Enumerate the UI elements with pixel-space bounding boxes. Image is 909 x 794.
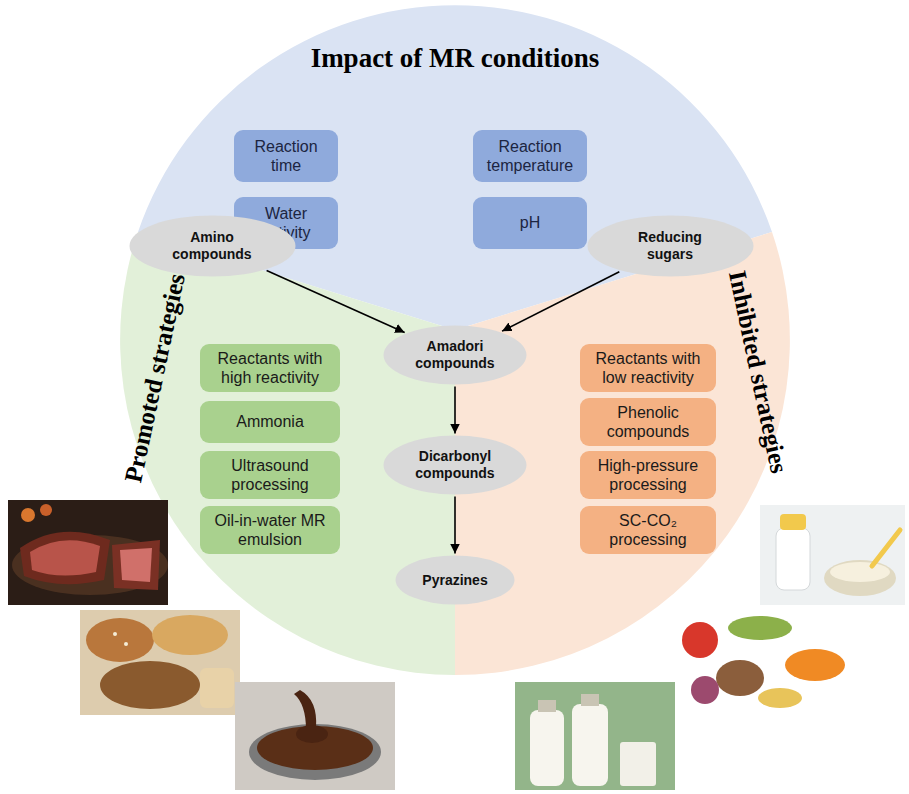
node-text: Reaction time (240, 137, 332, 175)
banana-chip (758, 688, 802, 708)
node-text: Reactants with low reactivity (586, 349, 710, 387)
photo-ground (515, 682, 675, 790)
node-text: Reducing sugars (616, 229, 724, 263)
node-text: Reaction temperature (479, 137, 581, 175)
node-text: Phenolic compounds (586, 403, 710, 441)
factor-box: Ultrasound processing (200, 451, 340, 499)
node-text: Ultrasound processing (206, 456, 334, 494)
carrot (785, 649, 845, 681)
strawberry (682, 622, 718, 658)
factor-box: High-pressure processing (580, 451, 716, 499)
scoop (872, 530, 900, 566)
chocolate (257, 726, 373, 770)
steak-slice-inside (120, 548, 152, 582)
node-text: Dicarbonyl compounds (409, 448, 501, 482)
baby-food-photo (760, 505, 905, 605)
photo-ground (760, 505, 905, 605)
spoon-bowl (296, 725, 328, 743)
side-heading: Promoted strategies (119, 271, 191, 485)
photo-ground (235, 682, 395, 790)
pot (249, 724, 381, 780)
node-text: Ammonia (236, 412, 304, 431)
factor-box: Ammonia (200, 401, 340, 443)
factor-box: Reaction time (234, 130, 338, 182)
compound-ellipse: Amadori compounds (383, 325, 527, 385)
node-text: Amino compounds (158, 229, 266, 263)
bottle-cap (581, 694, 599, 706)
vegetables-photo (678, 608, 850, 715)
ellipse-fill (587, 216, 753, 277)
mushroom (716, 660, 764, 696)
milk-glass (620, 742, 656, 786)
node-text: High-pressure processing (586, 456, 710, 494)
baby-bottle (776, 528, 810, 590)
beet (691, 676, 719, 704)
factor-box: Reaction temperature (473, 130, 587, 182)
bread-roll (152, 615, 228, 655)
photo-ground (8, 500, 168, 605)
milk-bottle (572, 704, 608, 786)
milk-bottle (530, 710, 564, 786)
milk-photo (515, 682, 675, 790)
ellipse-fill (384, 326, 527, 385)
factor-box: SC-CO₂ processing (580, 506, 716, 554)
tomato (40, 504, 52, 516)
section-heading: Impact of MR conditions (311, 43, 600, 74)
compound-ellipse: Reducing sugars (587, 215, 754, 277)
seed (113, 632, 117, 636)
node-text: pH (520, 213, 540, 232)
node-text: Oil-in-water MR emulsion (206, 511, 334, 549)
compound-ellipse: Pyrazines (395, 555, 515, 605)
compound-ellipse: Amino compounds (129, 215, 296, 277)
steak (20, 532, 110, 585)
ellipse-fill (384, 436, 527, 495)
node-text: SC-CO₂ processing (586, 511, 710, 549)
flow-arrow (267, 270, 405, 332)
bowl (824, 560, 896, 596)
node-text: Reactants with high reactivity (206, 349, 334, 387)
tomato (21, 508, 35, 522)
node-text: Amadori compounds (409, 338, 501, 372)
factor-box: Oil-in-water MR emulsion (200, 506, 340, 554)
bread-photo (80, 610, 240, 715)
factor-box: Phenolic compounds (580, 398, 716, 446)
bottle-cap (780, 514, 806, 530)
factor-box: Reactants with low reactivity (580, 344, 716, 392)
bread-roll (86, 618, 154, 662)
photo-ground (80, 610, 240, 715)
ellipse-fill (396, 556, 515, 605)
ellipse-fill (129, 216, 295, 277)
steak-photo (8, 500, 168, 605)
photo-ground (678, 608, 850, 715)
seed (124, 642, 128, 646)
factor-box: Reactants with high reactivity (200, 344, 340, 392)
node-text: Pyrazines (422, 572, 487, 589)
flow-arrow (502, 272, 619, 331)
bottle-cap (538, 700, 556, 712)
compound-ellipse: Dicarbonyl compounds (383, 435, 527, 495)
steak-inside (30, 540, 100, 575)
bread-loaf (100, 661, 200, 709)
flow-arrow (454, 497, 456, 554)
side-heading: Inhibited strategies (723, 268, 793, 476)
bread-slice (200, 668, 234, 708)
steak-slice (112, 540, 160, 590)
factor-box: pH (473, 197, 587, 249)
spoon (294, 690, 316, 730)
milk-powder (830, 562, 890, 582)
chocolate-photo (235, 682, 395, 790)
cucumber (728, 616, 792, 640)
flow-arrow (454, 387, 456, 434)
